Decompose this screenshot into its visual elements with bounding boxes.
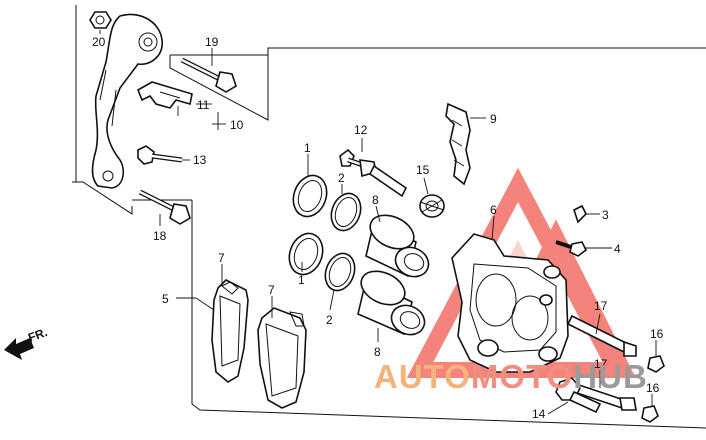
callout-8-upper: 8 [372,193,379,207]
part-8-piston-lower [357,270,426,336]
callout-7-upper: 7 [218,251,225,265]
watermark-word-moto: MOTO [471,358,573,395]
callout-12: 12 [354,123,368,137]
part-3-bleeder-cap [573,204,587,224]
part-2-seal-lower [324,252,356,292]
part-11-clip [136,81,193,109]
callout-18: 18 [153,229,167,243]
callout-7-lower: 7 [268,283,275,297]
watermark-text: AUTOMOTOHUB [374,358,648,395]
callout-15: 15 [416,163,430,177]
callout-2-lower: 2 [326,313,333,327]
watermark-word-auto: AUTO [374,358,471,395]
callout-1-upper: 1 [304,141,311,155]
part-1-seal-lower [288,232,324,276]
callout-10: 10 [230,118,244,132]
part-13-bolt [137,145,183,165]
part-17-pin-lower [573,382,637,411]
callout-5: 5 [162,292,169,306]
part-6-caliper-body [451,233,569,373]
part-14-pin-bolt [555,377,602,414]
callout-6: 6 [490,203,497,217]
part-20-nut [89,11,112,29]
callout-17-upper: 17 [594,299,608,313]
caliper-bracket [91,13,163,189]
part-1-seal-upper [292,174,328,218]
callout-labels: 20 19 11 10 13 18 5 7 7 1 2 1 2 8 8 12 1… [92,35,664,421]
part-4-bleeder-valve [555,240,588,257]
callout-2-upper: 2 [338,171,345,185]
callout-16-upper: 16 [650,327,664,341]
callout-3: 3 [602,208,609,222]
part-12-pin-bolt [339,148,408,198]
assembly-frame-lines [72,5,706,429]
callout-19: 19 [205,35,219,49]
callout-13: 13 [193,153,207,167]
part-19-bolt [180,57,237,93]
callout-11: 11 [197,98,210,112]
part-7-brake-pad-upper [211,279,249,383]
part-16-nut-upper [647,355,665,373]
part-8-piston-upper [365,214,430,278]
watermark-word-hub: HUB [573,358,648,395]
callout-17-lower: 17 [594,357,608,371]
part-18-bolt [138,189,191,225]
part-15-boot [419,194,445,218]
front-direction-label: FR. [26,325,49,345]
front-arrow-icon [4,338,34,360]
part-16-nut-lower [641,405,659,423]
part-7-brake-pad-lower [257,307,307,409]
callout-16-lower: 16 [646,381,660,395]
part-17-pin-upper [566,314,637,357]
callout-14: 14 [532,407,546,421]
callout-8-lower: 8 [374,345,381,359]
callout-leader-lines [99,30,657,415]
front-direction-indicator: FR. [4,325,49,360]
part-2-seal-upper [330,192,362,232]
callout-1-lower: 1 [298,273,305,287]
svg-text:AUTOMOTOHUB: AUTOMOTOHUB [374,358,648,395]
callout-4: 4 [614,242,621,256]
part-9-pad-spring [445,102,471,186]
callout-9: 9 [490,112,497,126]
callout-20: 20 [92,35,106,49]
